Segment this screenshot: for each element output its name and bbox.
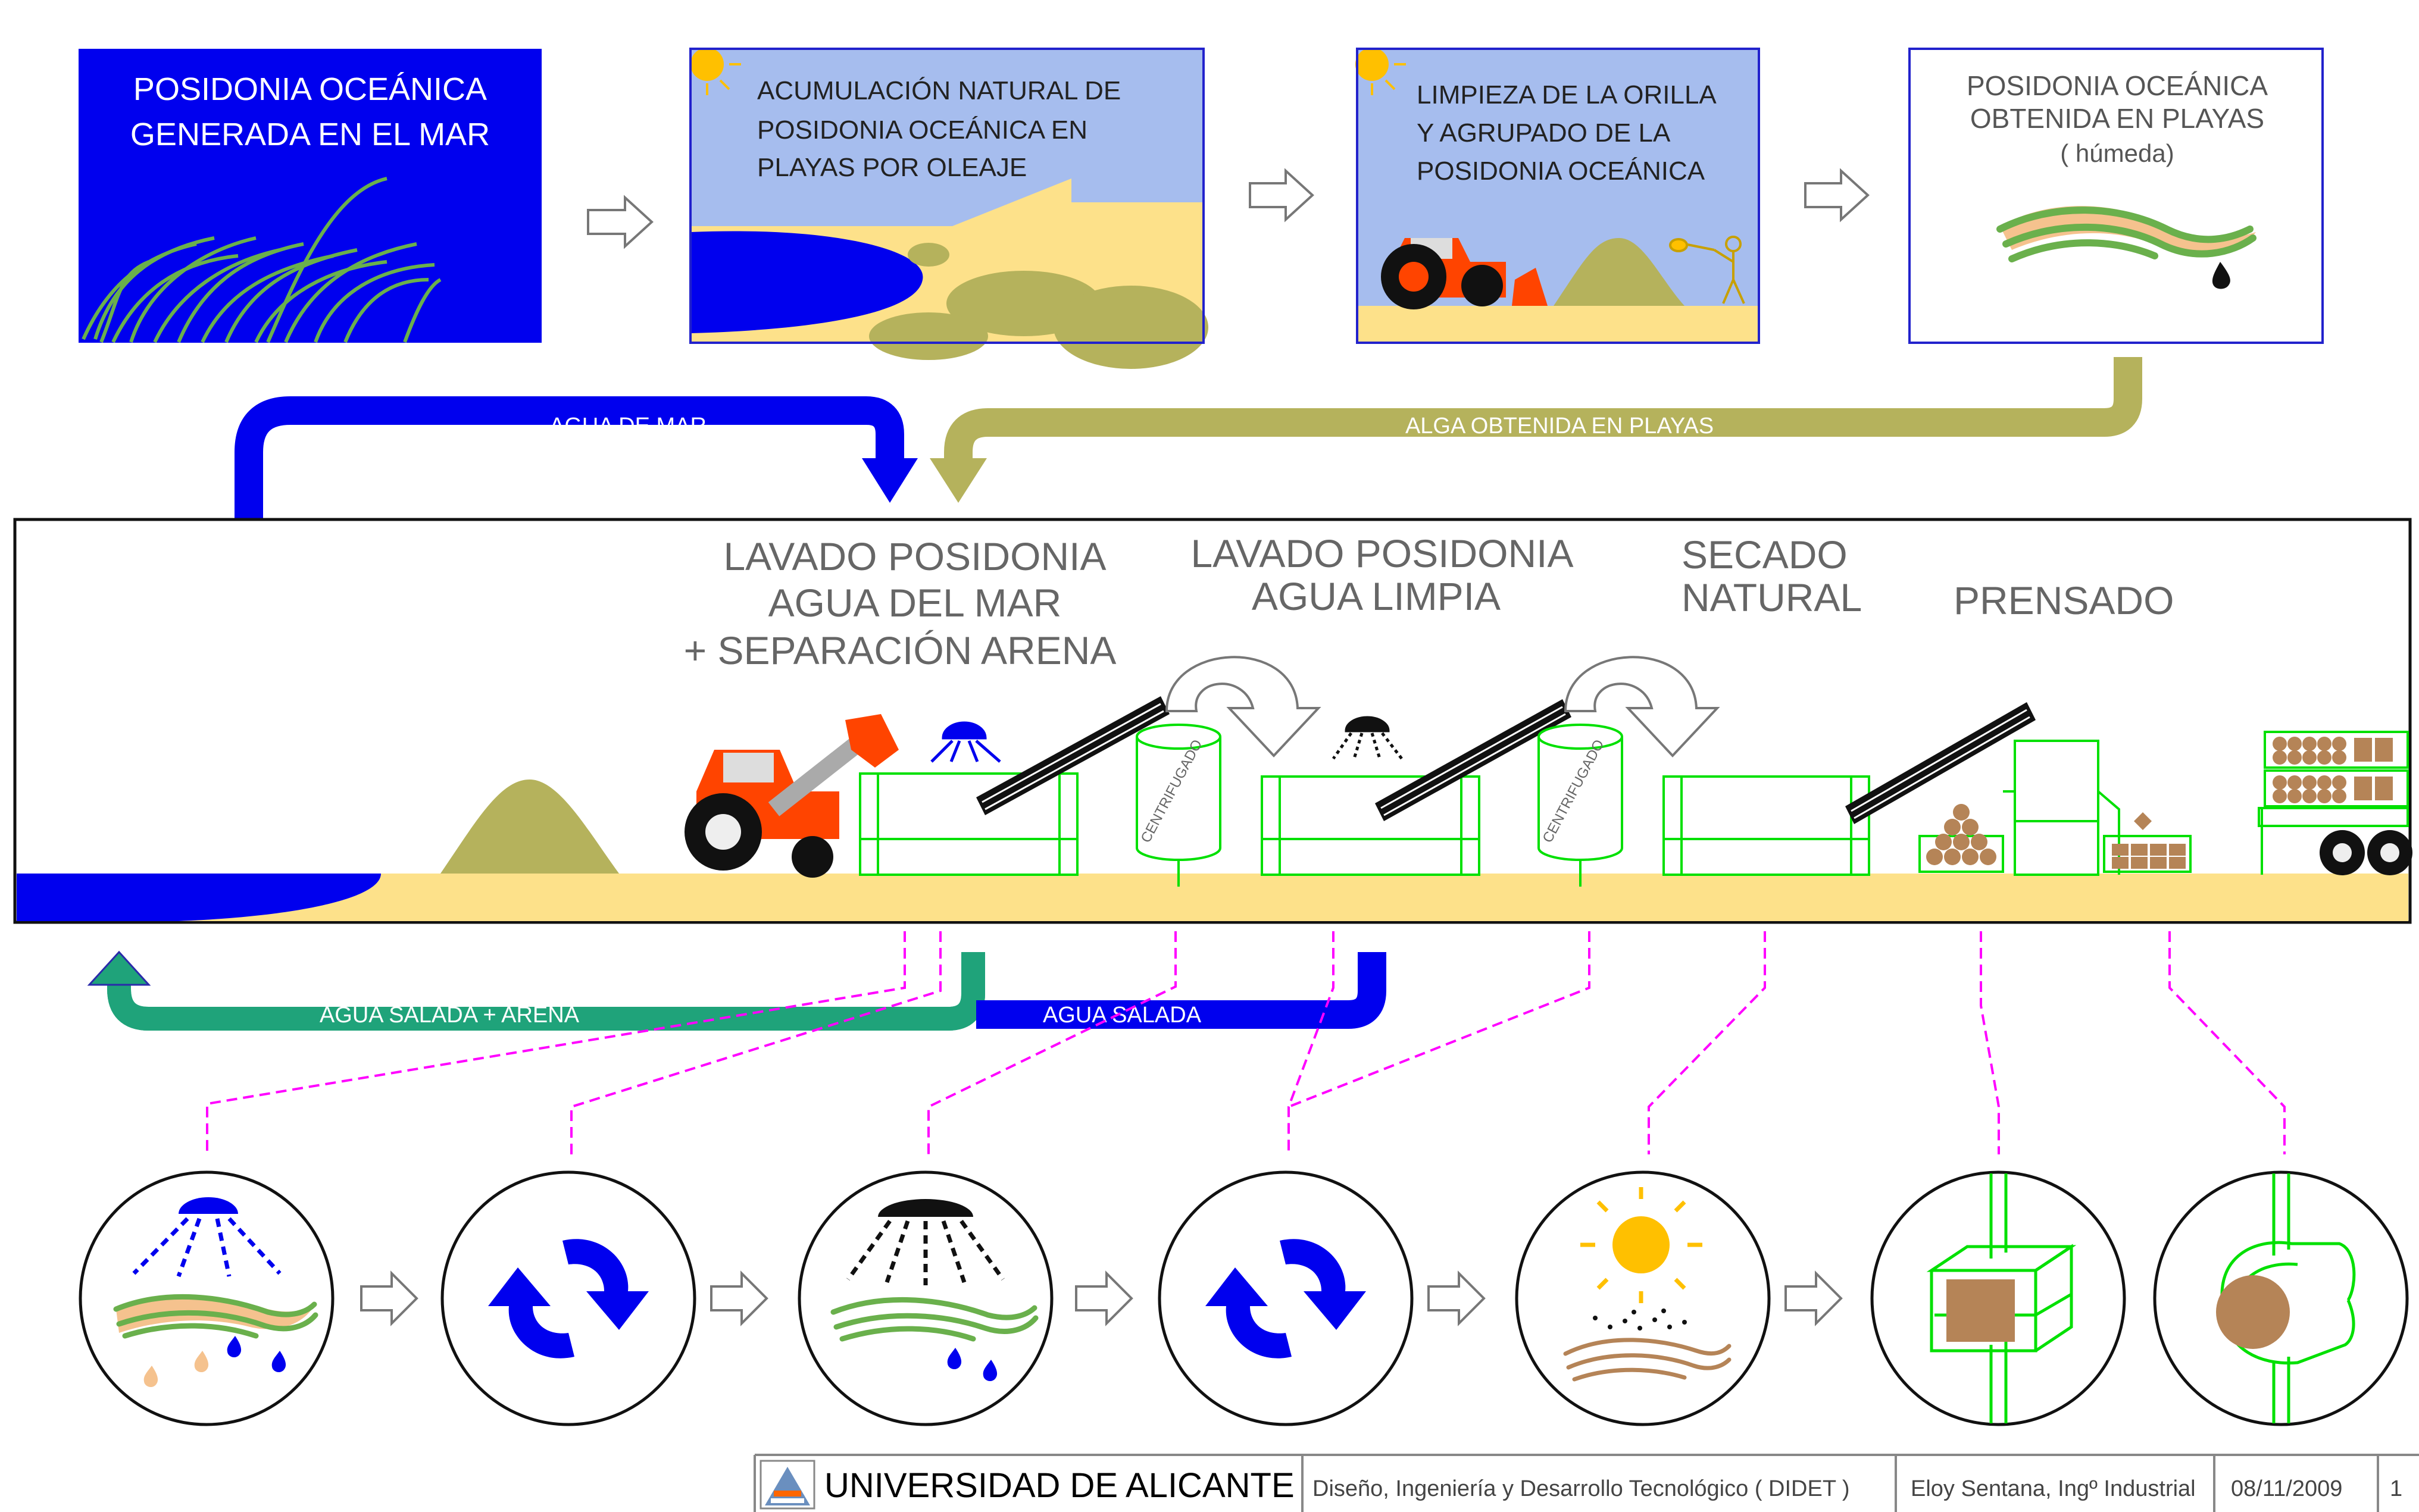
footer-department: Diseño, Ingeniería y Desarrollo Tecnológ… [1312,1476,1850,1501]
centrifuge-1 [1136,724,1221,887]
seagrass-icon [82,177,442,343]
loader-tractor-icon [685,714,899,878]
arrow-right-icon [1784,1270,1843,1326]
arrow-right-icon [710,1270,768,1326]
worker-icon [1669,236,1745,304]
beach-algae-label: ALGA OBTENIDA EN PLAYAS [1405,414,1714,439]
sun-icon [1355,48,1389,81]
conveyor-belt-2 [1375,699,1571,821]
step-sea-water-spray [79,1170,335,1426]
step-round-baling [2153,1170,2409,1426]
footer: UNIVERSIDAD DE ALICANTE Diseño, Ingenier… [754,1454,2419,1512]
salt-water-sand-flow-arrow: AGUA SALADA + ARENA [87,950,985,1031]
curved-arrow-icon [1564,656,1720,757]
sun-icon [690,48,724,81]
arrow-right-icon [360,1270,418,1326]
panel-obtained: POSIDONIA OCEÁNICA OBTENIDA EN PLAYAS ( … [1908,48,2324,344]
arrow-right-icon [1427,1270,1486,1326]
step-clean-water-spray [798,1170,1054,1426]
step-centrifuge-1 [440,1170,696,1426]
panel-sea: POSIDONIA OCEÁNICA GENERADA EN EL MAR [79,49,542,343]
sea-water-flow-arrow: AGUA DE MAR [235,396,918,857]
university-logo-icon [760,1460,815,1510]
process-plant: LAVADO POSIDONIA AGUA DEL MAR + SEPARACI… [13,518,2412,924]
footer-author: Eloy Sentana, Ingº Industrial [1911,1476,2196,1501]
conveyor-belt-1 [976,696,1170,815]
sprinkler-icon [179,1197,238,1214]
baling-press [2003,740,2120,876]
arrow-right-icon [1075,1270,1133,1326]
washing-tank-1 [859,772,1079,876]
sun-icon [1580,1187,1702,1303]
stage-wash-clean-line-2: AGUA LIMPIA [1252,574,1501,618]
stage-dry-line-2: NATURAL [1682,575,1862,619]
panel-obtained-line-1: POSIDONIA OCEÁNICA [1967,70,2268,101]
panel-accumulation-line-2: POSIDONIA OCEÁNICA EN [757,115,1087,145]
conveyor-belt-3 [1845,702,2036,824]
stage-wash-sea-line-2: AGUA DEL MAR [768,581,1062,625]
sprinkler-icon [878,1199,973,1217]
dashed-connectors [206,931,2286,1154]
panel-obtained-line-2: OBTENIDA EN PLAYAS [1970,103,2264,134]
panel-sea-line-1: POSIDONIA OCEÁNICA [133,71,487,107]
step-centrifuge-2 [1158,1170,1414,1426]
arrow-right-icon [1804,168,1870,223]
stage-wash-clean-line-1: LAVADO POSIDONIA [1190,531,1573,575]
curved-arrow-icon [1165,656,1321,757]
salt-water-sand-label: AGUA SALADA + ARENA [320,1003,580,1028]
rotate-icon [488,1239,649,1358]
washing-tank-2 [1261,775,1480,876]
panel-obtained-line-3: ( húmeda) [2060,139,2174,167]
panel-cleaning-line-3: POSIDONIA OCEÁNICA [1417,156,1705,186]
arrow-right-icon [587,195,654,249]
salt-water-flow-arrow: AGUA SALADA [976,952,1386,1029]
step-natural-drying [1515,1170,1771,1426]
panel-accumulation: ACUMULACIÓN NATURAL DE POSIDONIA OCEÁNIC… [689,48,1208,369]
step-square-baling [1870,1170,2126,1426]
panel-cleaning-line-1: LIMPIEZA DE LA ORILLA [1417,80,1717,109]
rotate-icon [1205,1239,1366,1358]
centrifuge-2 [1537,724,1623,887]
sea-water-label: AGUA DE MAR [549,414,707,439]
sprinkler-icon [1332,716,1403,760]
stage-wash-sea-line-3: + SEPARACIÓN ARENA [684,628,1117,672]
sprinkler-icon [930,721,1001,763]
truck-icon [2258,731,2412,875]
panel-sea-line-2: GENERADA EN EL MAR [130,117,490,152]
panel-accumulation-line-1: ACUMULACIÓN NATURAL DE [757,76,1121,105]
footer-page: 1 [2390,1476,2402,1501]
panel-cleaning-line-2: Y AGRUPADO DE LA [1417,118,1671,148]
square-bales-pile [2103,812,2192,873]
wet-algae-icon [1996,206,2257,289]
footer-university: UNIVERSIDAD DE ALICANTE [824,1466,1295,1505]
round-bales-pile [1918,804,2004,873]
panel-accumulation-line-3: PLAYAS POR OLEAJE [757,153,1027,182]
footer-date: 08/11/2009 [2231,1476,2342,1501]
stage-press: PRENSADO [1954,578,2174,622]
drying-table [1662,775,1870,876]
salt-water-label: AGUA SALADA [1043,1003,1202,1028]
beach-algae-flow-arrow: ALGA OBTENIDA EN PLAYAS [930,357,2142,503]
tractor-icon [1381,238,1548,309]
stage-dry-line-1: SECADO [1682,533,1848,577]
arrow-right-icon [1249,168,1314,223]
panel-cleaning: LIMPIEZA DE LA ORILLA Y AGRUPADO DE LA P… [1355,48,1760,344]
stage-wash-sea-line-1: LAVADO POSIDONIA [723,534,1106,578]
